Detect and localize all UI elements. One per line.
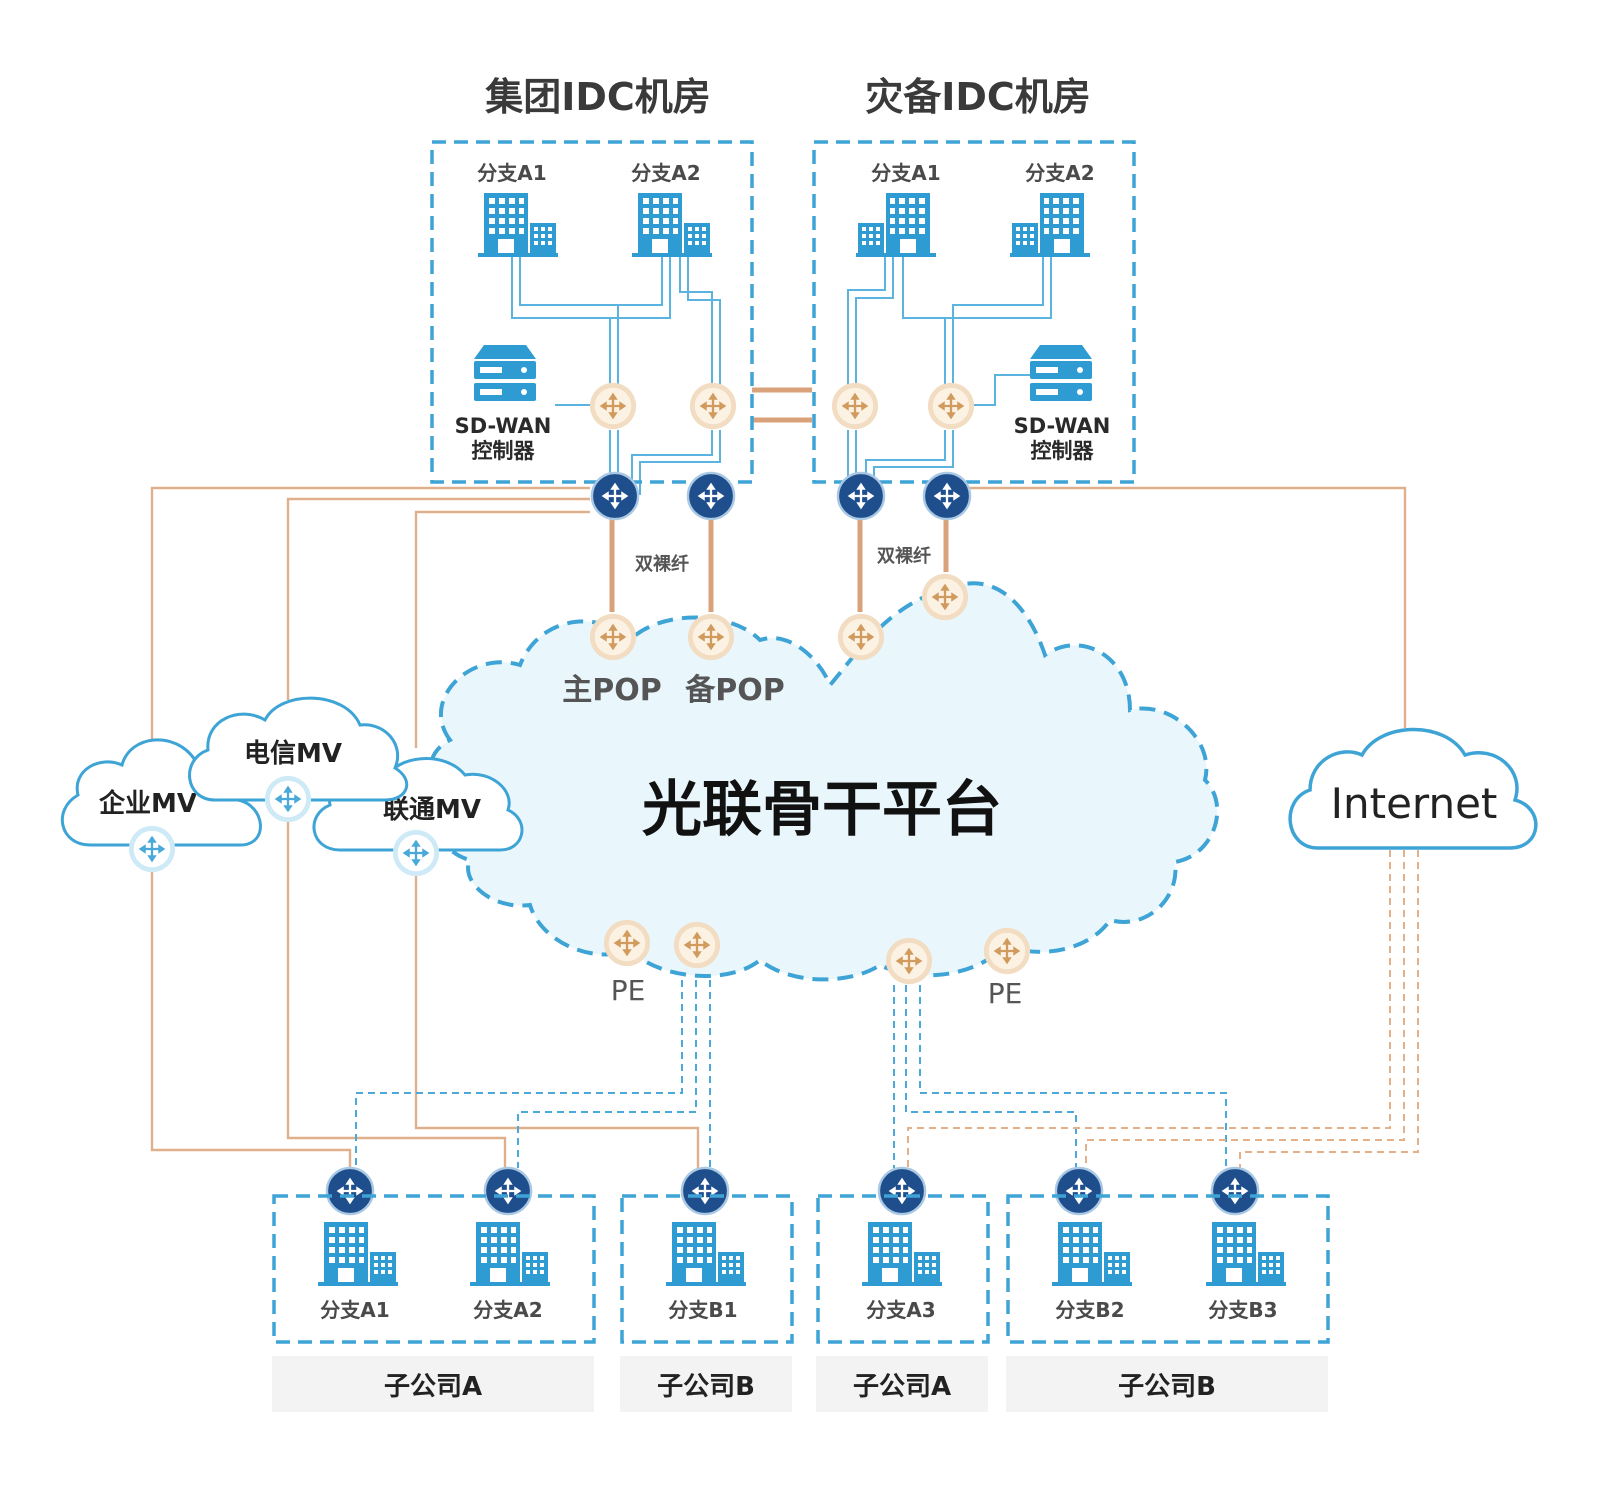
dr-branch-a2-label: 分支A2 (1025, 161, 1094, 185)
router-icon (886, 938, 932, 984)
building-icon (632, 193, 712, 257)
subsidiary-bar (272, 1356, 594, 1412)
branch-label: 分支B3 (1208, 1298, 1277, 1322)
router-icon (327, 1168, 373, 1214)
router-icon (838, 614, 884, 660)
fiber-label-right: 双裸纤 (877, 545, 931, 567)
router-icon (393, 830, 439, 876)
router-icon (265, 776, 311, 822)
router-icon (832, 383, 878, 429)
building-icon (470, 1222, 550, 1286)
router-icon (928, 383, 974, 429)
internet-cloud: Internet (1288, 727, 1538, 850)
subsidiary-bar (1006, 1356, 1328, 1412)
branch-zones: 分支A1 分支A2 分支B1 分支A3 分支B2 分支B3 (272, 1194, 1330, 1344)
dr-idc: 灾备IDC机房 分支A1 分支A2 SD-WAN 控制器 (812, 75, 1136, 484)
connection-lines (150, 255, 1419, 1168)
dr-controller-label-1: SD-WAN (1014, 414, 1111, 438)
router-icon (690, 383, 736, 429)
branch-label: 分支A1 (320, 1298, 389, 1322)
router-icon (688, 473, 734, 519)
building-icon (478, 193, 558, 257)
router-icon (688, 614, 734, 660)
branch-label: 分支B2 (1055, 1298, 1124, 1322)
server-icon (474, 345, 536, 401)
subsidiary-label: 子公司B (1118, 1372, 1216, 1402)
building-icon (1010, 193, 1090, 257)
branch-label: 分支A3 (866, 1298, 935, 1322)
group-idc-title: 集团IDC机房 (484, 75, 711, 119)
primary-pop-label: 主POP (562, 673, 661, 708)
unicom-mv-label: 联通MV (383, 795, 481, 825)
branch-zone-sub-b-2 (1006, 1194, 1330, 1344)
telecom-mv-label: 电信MV (244, 739, 342, 769)
backup-pop-label: 备POP (685, 673, 784, 708)
router-icon (674, 922, 720, 968)
branch-zone-sub-b-1 (620, 1194, 794, 1344)
subsidiary-bar (816, 1356, 988, 1412)
group-branch-a1-label: 分支A1 (477, 161, 546, 185)
branch-label: 分支B1 (668, 1298, 737, 1322)
subsidiary-label: 子公司A (853, 1372, 951, 1402)
router-icon (129, 826, 175, 872)
building-icon (1052, 1222, 1132, 1286)
group-idc: 集团IDC机房 分支A1 分支A2 SD-WAN 控制器 (430, 75, 754, 484)
group-controller-label-1: SD-WAN (455, 414, 552, 438)
dr-branch-a1-label: 分支A1 (871, 161, 940, 185)
internet-label: Internet (1331, 779, 1498, 828)
router-icon (879, 1168, 925, 1214)
backbone-name: 光联骨干平台 (642, 775, 1002, 845)
building-icon (318, 1222, 398, 1286)
building-icon (862, 1222, 942, 1286)
router-icon (838, 473, 884, 519)
subsidiary-label: 子公司A (384, 1372, 482, 1402)
group-branch-a2-label: 分支A2 (631, 161, 700, 185)
subsidiary-label: 子公司B (657, 1372, 755, 1402)
backbone-cloud: 光联骨干平台 (429, 581, 1220, 982)
dr-idc-title: 灾备IDC机房 (865, 75, 1091, 119)
group-controller-label-2: 控制器 (472, 439, 536, 463)
branch-zone-sub-a-2 (816, 1194, 990, 1344)
router-icon (592, 473, 638, 519)
router-icon (682, 1168, 728, 1214)
dr-controller-label-2: 控制器 (1031, 439, 1095, 463)
pe-label-right: PE (988, 977, 1023, 1010)
router-icon (590, 383, 636, 429)
router-icon (604, 920, 650, 966)
enterprise-mv-label: 企业MV (99, 788, 197, 819)
router-icon (1056, 1168, 1102, 1214)
router-icon (984, 928, 1030, 974)
subsidiary-bar (620, 1356, 792, 1412)
building-icon (666, 1222, 746, 1286)
branch-zone-sub-a-1 (272, 1194, 596, 1344)
router-icon (1212, 1168, 1258, 1214)
building-icon (856, 193, 936, 257)
router-icon (590, 614, 636, 660)
server-icon (1030, 345, 1092, 401)
branch-label: 分支A2 (473, 1298, 542, 1322)
subsidiary-bars: 子公司A 子公司B 子公司A 子公司B (272, 1356, 1328, 1412)
building-icon (1206, 1222, 1286, 1286)
telecom-mv-cloud: 电信MV (188, 696, 409, 802)
router-icon (924, 473, 970, 519)
dr-idc-zone (812, 140, 1136, 484)
pe-label-left: PE (611, 974, 646, 1007)
router-icon (922, 574, 968, 620)
group-idc-zone (430, 140, 754, 484)
router-icon (485, 1168, 531, 1214)
fiber-label-left: 双裸纤 (635, 553, 689, 575)
